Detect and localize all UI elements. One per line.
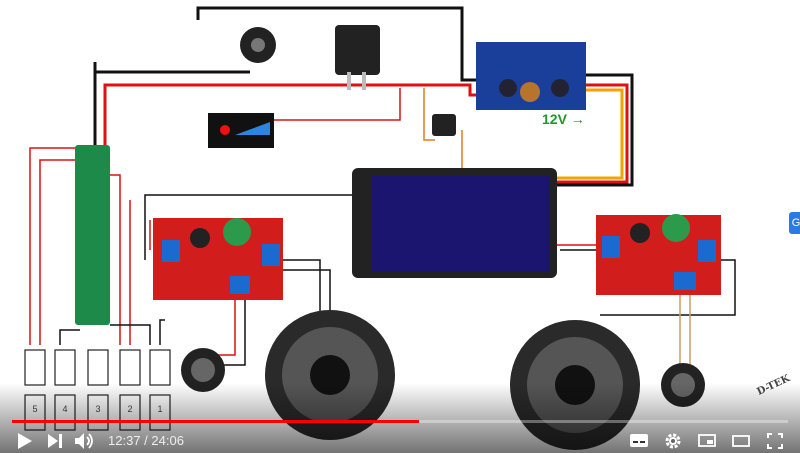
fullscreen-button[interactable] (760, 430, 790, 452)
time-separator: / (140, 433, 152, 448)
side-tab[interactable]: G (789, 212, 800, 234)
bms-board (75, 145, 110, 325)
miniplayer-button[interactable] (692, 430, 722, 452)
small-switch-icon (432, 114, 456, 136)
theater-mode-button[interactable] (726, 430, 756, 452)
subtitles-icon (630, 434, 648, 447)
rocker-switch-icon (335, 25, 380, 75)
next-button[interactable] (40, 430, 70, 452)
miniplayer-icon (698, 434, 716, 447)
play-icon (18, 432, 32, 449)
settings-button[interactable] (658, 430, 688, 452)
tweeter-left (181, 348, 225, 392)
voltage-label: 12V → (542, 111, 585, 127)
next-icon (48, 433, 62, 448)
controls-gradient (0, 383, 800, 453)
volume-button[interactable] (70, 430, 100, 452)
amplifier-left (153, 218, 283, 300)
duration: 24:06 (151, 433, 184, 448)
subtitles-button[interactable] (624, 430, 654, 452)
fullscreen-icon (767, 432, 783, 449)
volume-icon (75, 432, 93, 449)
progress-bar[interactable] (12, 420, 788, 423)
current-time: 12:37 (108, 433, 141, 448)
player-controls: 12:37 / 24:06 (0, 428, 800, 453)
progress-fill (12, 420, 419, 423)
amplifier-right (596, 214, 721, 295)
play-button[interactable] (10, 430, 40, 452)
time-display: 12:37 / 24:06 (108, 433, 184, 448)
theater-icon (732, 434, 750, 447)
gear-icon (665, 433, 681, 448)
